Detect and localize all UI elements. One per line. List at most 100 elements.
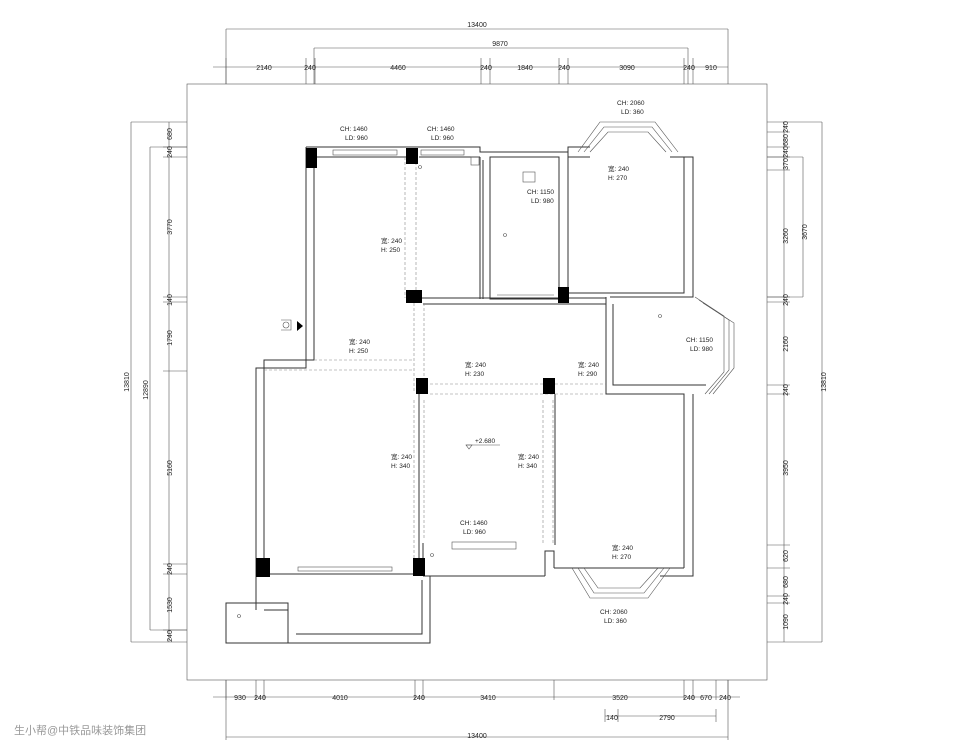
beam-label-width: 宽: 240 — [381, 236, 402, 245]
dim-right-seg-8: 240 — [783, 384, 790, 396]
dim-right-seg-1: 240 — [783, 121, 790, 133]
dim-bottom-seg-6: 3520 — [612, 695, 628, 702]
dim-left-seg-3: 3770 — [167, 219, 174, 235]
sheet-frame — [186, 83, 768, 681]
dim-bottom-seg-3: 4010 — [332, 695, 348, 702]
watermark: 生小帮@中铁品味装饰集团 — [14, 725, 147, 737]
dim-right-seg-12: 240 — [783, 593, 790, 605]
dim-right-inner: 3670 — [802, 224, 809, 240]
beam-label-height: H: 340 — [391, 463, 411, 470]
beam-label-height: H: 270 — [608, 175, 628, 182]
bay-window-bottom — [571, 567, 671, 599]
beam-label-width: 宽: 240 — [518, 452, 539, 461]
dim-right-seg-13: 1090 — [783, 614, 790, 630]
window-label-ld: LD: 980 — [690, 346, 713, 353]
beam-label-width: 宽: 240 — [391, 452, 412, 461]
dim-bottom-extra-2: 2790 — [659, 715, 675, 722]
dim-top-seg-1: 2140 — [256, 65, 272, 72]
column — [406, 290, 422, 303]
window-label-ld: LD: 960 — [345, 135, 368, 142]
dim-bottom-seg-2: 240 — [254, 695, 266, 702]
dim-right-seg-11: 680 — [783, 576, 790, 588]
dim-top: 13400 9870 2140 240 4460 240 1840 240 30… — [213, 22, 729, 84]
dim-left-seg-9: 240 — [167, 630, 174, 642]
window-label-ld: LD: 980 — [531, 198, 554, 205]
level-value: +2.680 — [475, 438, 495, 445]
beam-label-height: H: 290 — [578, 371, 598, 378]
dim-top-seg-9: 910 — [705, 65, 717, 72]
dim-bottom-seg-5: 3410 — [480, 695, 496, 702]
dim-bottom: 930 240 4010 240 3410 3520 240 670 240 1… — [213, 680, 740, 740]
window-label-ld: LD: 960 — [463, 529, 486, 536]
dim-bottom-extra-1: 140 — [606, 715, 618, 722]
walls — [225, 146, 706, 644]
beam-label-height: H: 250 — [349, 348, 369, 355]
dim-right-seg-2: 680 — [783, 134, 790, 146]
beam-labels: 宽: 240 H: 270 宽: 240 H: 250 宽: 240 H: 25… — [349, 164, 633, 561]
window-label-ch: CH: 1460 — [427, 126, 455, 133]
beam-label-width: 宽: 240 — [608, 164, 629, 173]
column — [256, 558, 270, 577]
column — [406, 148, 418, 164]
dim-left-seg-5: 1790 — [167, 330, 174, 346]
dim-right-seg-10: 620 — [783, 550, 790, 562]
dim-left-seg-7: 240 — [167, 563, 174, 575]
window-label-ch: CH: 1150 — [527, 189, 554, 196]
dim-top-seg-2: 240 — [304, 65, 316, 72]
dim-right-seg-9: 3950 — [783, 460, 790, 476]
dim-top-seg-6: 240 — [558, 65, 570, 72]
dim-left-inner: 12890 — [143, 380, 150, 400]
window-label-ch: CH: 2060 — [600, 609, 628, 616]
window-labels: CH: 1460 LD: 960 CH: 1460 LD: 960 CH: 20… — [340, 100, 713, 625]
dim-left-seg-2: 240 — [167, 146, 174, 158]
dim-right-seg-3: 240 — [783, 146, 790, 158]
column — [306, 148, 317, 168]
dim-bottom-seg-1: 930 — [234, 695, 246, 702]
dim-bottom-seg-8: 670 — [700, 695, 712, 702]
dim-left-seg-4: 140 — [167, 294, 174, 306]
columns — [256, 148, 569, 577]
beam-label-height: H: 270 — [612, 554, 632, 561]
beam-label-width: 宽: 240 — [578, 360, 599, 369]
dim-bottom-seg-4: 240 — [413, 695, 425, 702]
level-marker: +2.680 — [465, 438, 500, 450]
dim-top-seg-3: 4460 — [390, 65, 406, 72]
dim-top-seg-8: 240 — [683, 65, 695, 72]
dim-top-seg-7: 3090 — [619, 65, 635, 72]
dim-left-total: 13810 — [124, 372, 131, 392]
dim-right-seg-4: 370 — [783, 158, 790, 170]
column — [543, 378, 555, 394]
dim-bottom-total: 13400 — [467, 733, 487, 740]
window-label-ch: CH: 1460 — [340, 126, 368, 133]
dim-right-seg-7: 2160 — [783, 336, 790, 352]
dim-bottom-seg-7: 240 — [683, 695, 695, 702]
column — [416, 378, 428, 394]
dim-right-total: 13810 — [821, 372, 828, 392]
beam-label-height: H: 250 — [381, 247, 401, 254]
beam-label-width: 宽: 240 — [465, 360, 486, 369]
dim-right-seg-5: 3260 — [783, 228, 790, 244]
window-label-ld: LD: 360 — [604, 618, 627, 625]
dim-top-total: 13400 — [467, 22, 487, 29]
dim-top-seg-4: 240 — [480, 65, 492, 72]
window-label-ld: LD: 360 — [621, 109, 644, 116]
beam-label-width: 宽: 240 — [349, 337, 370, 346]
bay-window-right — [694, 296, 735, 395]
beam-label-width: 宽: 240 — [612, 543, 633, 552]
entrance-icon — [281, 319, 303, 331]
dim-right: 13810 3670 240 680 240 370 3260 240 2160… — [767, 121, 828, 643]
column — [558, 287, 569, 303]
fixtures — [237, 156, 662, 618]
column — [413, 558, 425, 576]
dim-right-seg-6: 240 — [783, 294, 790, 306]
dim-left: 13810 12890 680 240 3770 140 1790 5160 2… — [124, 121, 187, 643]
dim-left-seg-1: 680 — [167, 128, 174, 140]
dim-left-seg-6: 5160 — [167, 460, 174, 476]
window-label-ch: CH: 2060 — [617, 100, 645, 107]
beam-label-height: H: 230 — [465, 371, 485, 378]
window-label-ld: LD: 960 — [431, 135, 454, 142]
window-label-ch: CH: 1460 — [460, 520, 488, 527]
beam-lines — [264, 157, 606, 564]
dim-top-inner: 9870 — [492, 41, 508, 48]
